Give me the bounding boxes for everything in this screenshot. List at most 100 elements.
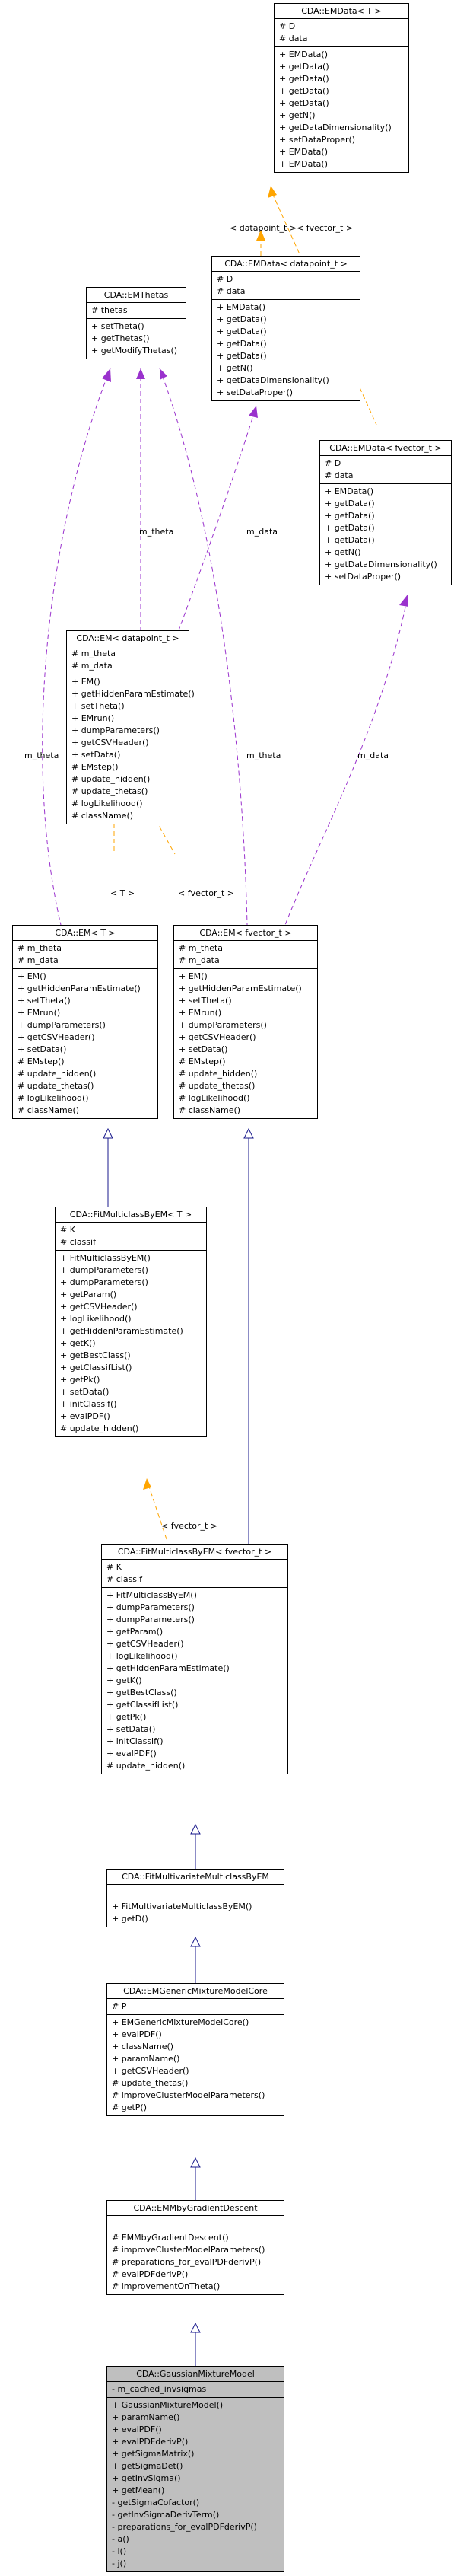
class-method: # update_hidden() [71,774,151,784]
class-method: + getHiddenParamEstimate() [60,1326,183,1336]
class-method: + GaussianMixtureModel() [112,2400,224,2410]
class-method: + evalPDF() [60,1411,110,1421]
class-method: + getData() [279,86,329,96]
class-em-t: CDA::EM< T > # m_theta# m_data + EM()+ g… [12,925,158,1119]
attributes-section: # K# classif [102,1560,287,1588]
class-method: + setData() [106,1724,156,1734]
class-method: + evalPDF() [112,2425,162,2434]
class-attribute: # m_theta [17,943,62,953]
class-method: + EMData() [279,49,329,59]
class-method: + getPk() [60,1375,100,1385]
inheritance-triangle [243,1127,254,1139]
class-attribute: # classif [60,1237,96,1247]
class-em-fvector: CDA::EM< fvector_t > # m_theta# m_data +… [173,925,318,1119]
class-method: + getData() [325,499,375,509]
class-attribute: # data [325,470,354,480]
class-method: + getData() [217,351,267,361]
class-attribute: # m_theta [71,649,116,658]
class-method: + initClassif() [60,1399,117,1409]
class-method: - preparations_for_evalPDFderivP() [112,2522,257,2532]
class-method: + getK() [106,1675,142,1685]
class-title: CDA::EMGenericMixtureModelCore [107,1984,284,1999]
class-method: + getData() [325,511,375,521]
class-method: # update_thetas() [17,1081,94,1091]
class-method: + FitMulticlassByEM() [60,1253,151,1263]
methods-section: + EMGenericMixtureModelCore()+ evalPDF()… [107,2015,284,2115]
class-method: + logLikelihood() [106,1651,178,1661]
arrowhead-usage [102,368,111,382]
methods-section: + EMData()+ getData()+ getData()+ getDat… [212,300,360,400]
class-title: CDA::FitMulticlassByEM< fvector_t > [102,1545,287,1560]
class-method: + getParam() [106,1627,164,1637]
attributes-section: # D# data [212,272,360,300]
class-method: # improvementOnTheta() [112,2281,221,2291]
class-method: # improveClusterModelParameters() [112,2090,265,2100]
class-method: + getCSVHeader() [17,1032,95,1042]
edge-label-m-theta-right: m_theta [246,751,281,760]
class-method: + getMean() [112,2485,165,2495]
class-title: CDA::EMData< T > [275,4,408,19]
class-method: + getParam() [60,1290,117,1299]
class-method: # EMMbyGradientDescent() [112,2233,229,2243]
edge-label-fvector-fmc: < fvector_t > [161,1521,218,1531]
class-title: CDA::FitMulticlassByEM< T > [56,1207,206,1223]
class-method: + paramName() [112,2054,180,2064]
class-method: # improveClusterModelParameters() [112,2245,265,2255]
edge-label-m-theta-mid: m_theta [139,527,174,537]
class-attribute: # classif [106,1574,142,1584]
class-method: + EM() [71,677,100,687]
methods-section: + EM()+ getHiddenParamEstimate()+ setThe… [174,969,317,1118]
attributes-section: # m_theta# m_data [67,646,189,674]
class-method: + setDataProper() [325,572,402,582]
methods-section: + FitMulticlassByEM()+ dumpParameters()+… [102,1588,287,1774]
class-method: + setTheta() [91,321,144,331]
class-method: + getData() [325,523,375,533]
class-method: - getSigmaCofactor() [112,2498,200,2507]
class-title: CDA::EM< fvector_t > [174,926,317,941]
class-method: + dumpParameters() [60,1265,148,1275]
class-attribute: # m_theta [179,943,224,953]
class-method: + EMData() [279,147,329,157]
class-method: + getPk() [106,1712,147,1722]
inheritance-triangle [190,1936,201,1947]
class-method: + EMrun() [71,713,115,723]
class-method: + getHiddenParamEstimate() [106,1663,230,1673]
arrowhead-template [143,1478,151,1490]
class-method: + EMData() [217,302,266,312]
class-title: CDA::EM< T > [13,926,157,941]
class-method: + getD() [112,1914,148,1924]
class-title: CDA::EMData< fvector_t > [320,441,451,456]
class-method: + EMrun() [17,1008,61,1018]
class-method: + setTheta() [71,701,125,711]
attributes-section: # m_theta# m_data [174,941,317,969]
class-method: + getHiddenParamEstimate() [179,984,302,993]
class-method: + getThetas() [91,333,150,343]
methods-section: + EM()+ getHiddenParamEstimate()+ setThe… [67,674,195,824]
class-emmbygradientdescent: CDA::EMMbyGradientDescent # EMMbyGradien… [106,2200,284,2295]
class-method: # update_hidden() [60,1423,139,1433]
class-gaussianmixturemodel: CDA::GaussianMixtureModel - m_cached_inv… [106,2366,284,2572]
class-title: CDA::GaussianMixtureModel [107,2367,284,2382]
class-method: + getClassifList() [106,1700,179,1710]
edge-label-datapoint-fvector: < datapoint_t >< fvector_t > [230,223,354,233]
edge-label-m-theta-left: m_theta [24,751,59,760]
class-attribute: # D [325,458,341,468]
class-method: + getSigmaMatrix() [112,2449,195,2459]
class-fitmultivariate: CDA::FitMultivariateMulticlassByEM + Fit… [106,1869,284,1927]
class-method: # className() [17,1105,80,1115]
class-method: + setDataProper() [279,135,356,145]
class-method: # getP() [112,2103,147,2112]
class-attribute: # m_data [17,955,59,965]
class-method: # logLikelihood() [71,799,143,808]
methods-section: + EMData() + getData() + getData() + getDat… [320,484,451,585]
arrowhead-usage [136,368,145,379]
edge-label-tparam: < T > [110,888,135,898]
class-method: + EMData() [325,486,374,496]
class-method: + getDataDimensionality() [217,375,329,385]
class-method: + getData() [279,74,329,84]
arrowhead-template [256,230,265,241]
class-method: + setTheta() [179,996,232,1006]
class-method: + EMrun() [179,1008,222,1018]
edge-emthetas-mtheta-em-fvector [159,368,248,926]
class-method: + dumpParameters() [71,725,160,735]
